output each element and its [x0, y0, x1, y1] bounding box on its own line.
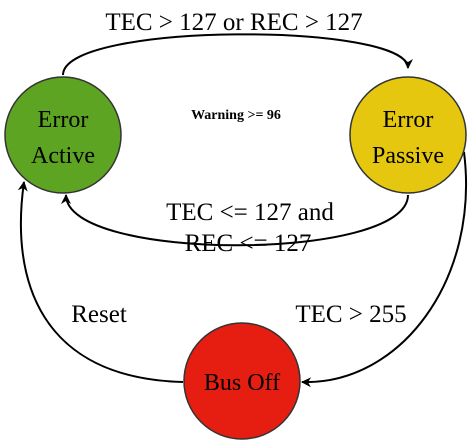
- node-error-active: Error Active: [4, 76, 122, 194]
- node-error-passive-circle: [349, 76, 467, 194]
- node-error-active-circle: [4, 76, 122, 194]
- edge-label-active-to-passive: TEC > 127 or REC > 127: [105, 9, 362, 36]
- edge-busoff-to-active: [17, 181, 184, 383]
- edge-label-passive-to-active-2: REC <= 127: [185, 230, 312, 257]
- node-bus-off: Bus Off: [183, 322, 301, 440]
- node-error-passive-label-2: Passive: [372, 143, 444, 169]
- node-error-active-label-2: Active: [31, 143, 95, 169]
- edge-passive-to-active: [61, 194, 409, 247]
- edge-label-busoff-to-active: Reset: [71, 301, 127, 328]
- edge-label-passive-to-busoff: TEC > 255: [295, 301, 406, 328]
- node-error-active-label-1: Error: [38, 107, 89, 133]
- edge-active-to-passive: [62, 33, 413, 76]
- edge-passive-to-busoff: [301, 151, 467, 388]
- node-bus-off-label: Bus Off: [204, 370, 280, 396]
- annotation-warning: Warning >= 96: [191, 108, 281, 123]
- node-bus-off-circle: [183, 322, 301, 440]
- node-error-passive-label-1: Error: [383, 107, 434, 133]
- edge-label-passive-to-active-1: TEC <= 127 and: [166, 199, 334, 226]
- node-error-passive: Error Passive: [349, 76, 467, 194]
